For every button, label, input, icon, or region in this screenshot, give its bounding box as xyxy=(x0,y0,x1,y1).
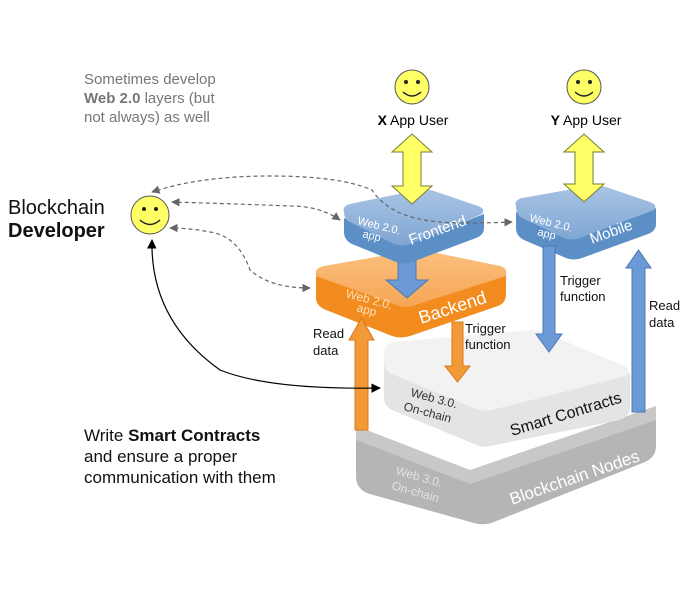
read-data-left-line1: Read xyxy=(313,326,344,341)
note-bottom-line3: communication with them xyxy=(84,468,276,487)
note-top-line2: Web 2.0 layers (but xyxy=(84,90,215,107)
developer-line1: Blockchain xyxy=(8,197,105,219)
solid-connector-to-smart-contracts xyxy=(146,239,381,393)
mobile-tag-2: app xyxy=(536,226,557,242)
note-bottom-line1: Write Smart Contracts xyxy=(84,426,260,445)
note-top-line3: not always) as well xyxy=(84,109,210,126)
read-data-left-line2: data xyxy=(313,343,339,358)
read-data-right-line1: Read xyxy=(649,298,680,313)
y-user-smiley-icon xyxy=(566,69,602,105)
x-user-label: X App User xyxy=(378,112,449,128)
note-top: Sometimes develop Web 2.0 layers (but no… xyxy=(84,71,216,126)
read-data-right-line2: data xyxy=(649,315,675,330)
note-bottom-line2: and ensure a proper xyxy=(84,447,237,466)
developer-smiley-icon xyxy=(130,195,170,235)
x-app-user: X App User xyxy=(378,69,449,205)
trigger-right-line2: function xyxy=(560,289,606,304)
mobile-trigger-arrow xyxy=(535,245,563,353)
backend-trigger-arrow xyxy=(443,321,472,383)
dashed-connector-to-backend xyxy=(169,223,311,293)
smart-contracts-layer: Web 3.0. On-chain Smart Contracts xyxy=(383,329,631,447)
trigger-left-line2: function xyxy=(465,337,511,352)
trigger-right-line1: Trigger xyxy=(560,273,601,288)
x-user-smiley-icon xyxy=(394,69,430,105)
read-data-left-arrow xyxy=(348,316,375,431)
note-top-line1: Sometimes develop xyxy=(84,71,216,88)
dashed-connector-to-frontend xyxy=(171,198,341,221)
developer-line2: Developer xyxy=(8,220,105,242)
trigger-left-line1: Trigger xyxy=(465,321,506,336)
note-bottom: Write Smart Contracts and ensure a prope… xyxy=(84,426,276,487)
y-user-label: Y App User xyxy=(551,112,622,128)
y-user-double-arrow xyxy=(562,133,606,203)
y-app-user: Y App User xyxy=(551,69,622,203)
read-data-right-arrow xyxy=(625,249,652,413)
dashed-connector-to-mobile xyxy=(151,175,513,227)
